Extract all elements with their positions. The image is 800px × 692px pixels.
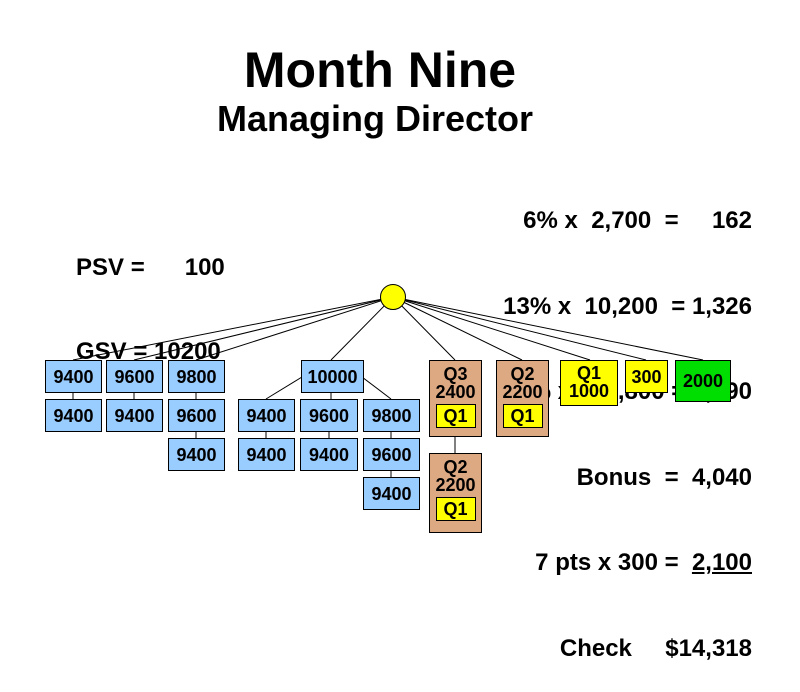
- leg-2000-box: 2000: [675, 360, 731, 402]
- leg1-r3-box-1: 9400: [168, 438, 225, 471]
- connector-line: [265, 376, 303, 400]
- q1-node-value: 1000: [568, 381, 610, 401]
- q2-node: Q2 2200 Q1: [496, 360, 549, 437]
- leg1-r2-box-1: 9400: [45, 399, 102, 432]
- calc-line-5-value: 2,100: [691, 549, 752, 576]
- connector-line: [195, 296, 394, 361]
- q2-node-value: 2200: [502, 382, 543, 402]
- q2-sub-node-qualifier: Q2: [443, 457, 468, 477]
- leg2-r3-box-1: 9400: [238, 438, 295, 471]
- calc-line-5-prefix: 7 pts x 300 =: [535, 549, 692, 576]
- page-title: Month Nine: [243, 42, 517, 98]
- q3-node-value: 2400: [435, 382, 476, 402]
- leg2-r2-box-2: 9600: [300, 399, 358, 432]
- leg1-r1-box-1: 9400: [45, 360, 102, 393]
- leg2-r2-box-1: 9400: [238, 399, 295, 432]
- leg1-r2-box-2: 9400: [106, 399, 163, 432]
- connector-line: [330, 296, 394, 361]
- q1-node-qualifier: Q1: [576, 363, 601, 383]
- q2-node-qualifier: Q2: [510, 364, 535, 384]
- q3-node: Q3 2400 Q1: [429, 360, 482, 437]
- leg2-top-box: 10000: [301, 360, 364, 393]
- calc-line-6: Check $14,318: [559, 634, 752, 662]
- leg-300-box: 300: [625, 360, 668, 393]
- leg2-r3-box-2: 9400: [300, 438, 358, 471]
- connector-line: [361, 376, 392, 400]
- page-subtitle: Managing Director: [216, 98, 534, 139]
- connector-line: [392, 296, 523, 361]
- connector-line: [392, 296, 456, 361]
- connector-line: [72, 296, 394, 361]
- q2-sub-node: Q2 2200 Q1: [429, 453, 482, 533]
- psv-label: PSV = 100: [76, 254, 225, 281]
- q2-sub-node-value: 2200: [435, 475, 476, 495]
- connector-line: [133, 296, 394, 361]
- leg2-r2-box-3: 9800: [363, 399, 420, 432]
- q1-node: Q1 1000: [560, 360, 618, 406]
- q2-sub-node-badge: Q1: [435, 497, 476, 521]
- leg1-r1-box-2: 9600: [106, 360, 163, 393]
- tree-connectors: [72, 296, 704, 477]
- leg2-r3-box-3: 9600: [363, 438, 420, 471]
- calc-line-4: Bonus = 4,040: [576, 463, 752, 491]
- connector-line: [392, 296, 591, 361]
- q3-node-badge: Q1: [435, 404, 476, 428]
- leg1-r1-box-3: 9800: [168, 360, 225, 393]
- calc-line-5: 7 pts x 300 = 2,100: [503, 549, 752, 578]
- connector-line: [392, 296, 704, 361]
- calc-line-1: 6% x 2,700 = 162: [523, 207, 752, 234]
- leg1-r2-box-3: 9600: [168, 399, 225, 432]
- calc-line-2: 13% x 10,200 = 1,326: [503, 292, 752, 320]
- managing-director-node: [380, 284, 406, 310]
- leg2-r4-box-1: 9400: [363, 477, 420, 510]
- connector-line: [392, 296, 647, 361]
- q2-node-badge: Q1: [502, 404, 543, 428]
- q3-node-qualifier: Q3: [443, 364, 468, 384]
